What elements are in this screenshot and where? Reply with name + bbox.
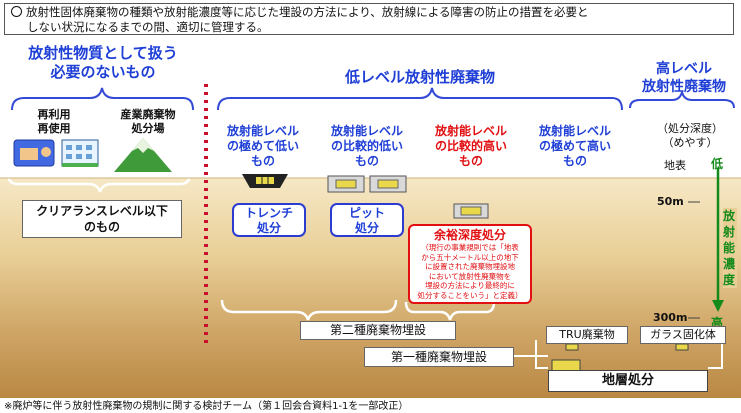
note-line-6: 処分することをいう」と定義） — [417, 290, 523, 300]
industrial-line-1: 産業廃棄物 — [120, 108, 176, 121]
pit-line-1: ピット — [348, 206, 385, 220]
industrial-label: 産業廃棄物 処分場 — [110, 108, 186, 136]
left-title-line-1: 放射性物質として扱う — [28, 44, 178, 62]
surface-label: 地表 — [664, 159, 686, 172]
left-lower-brace — [6, 173, 192, 193]
intermediate-depth-icon — [453, 203, 489, 219]
intermediate-title: 余裕深度処分 — [433, 228, 506, 242]
trench-icon — [242, 174, 288, 188]
type2-disposal-box: 第二種廃棄物埋設 — [300, 321, 456, 340]
category-relatively-high: 放射能レベル の比較的高い もの — [424, 124, 518, 169]
geological-brace-right — [708, 340, 723, 369]
clearance-line-1: クリアランスレベル以下 — [36, 204, 168, 218]
high-level-top-brace — [629, 91, 735, 109]
conc-char-5: 度 — [723, 273, 736, 287]
conc-char-4: 濃 — [723, 257, 736, 271]
category-very-low: 放射能レベル の極めて低い もの — [216, 124, 310, 169]
cat4-line-1: 放射能レベル — [538, 124, 611, 138]
intermediate-note: （現行の事業規則では「地表 から五十メートル以上の地下 に設置された廃棄物埋設地… — [410, 243, 530, 300]
cat3-line-1: 放射能レベル — [434, 124, 507, 138]
vitrified-waste-box: ガラス固化体 — [640, 326, 726, 344]
geological-disposal-box: 地層処分 — [548, 370, 708, 392]
mountain-snow — [132, 138, 154, 153]
tru-waste-box: TRU廃棄物 — [546, 326, 628, 344]
low-label: 低 — [711, 157, 724, 171]
header-line-2: しない状況になるまでの間、適切に管理する。 — [27, 20, 269, 34]
header-note: 放射性固体廃棄物の種類や放射能濃度等に応じた埋設の方法により、放射線による障害の… — [4, 3, 734, 35]
circle-bullet-icon — [11, 6, 22, 17]
cat1-line-2: の極めて低い — [226, 139, 299, 153]
trench-line-2: 処分 — [256, 221, 281, 235]
concentration-label: 放 射 能 濃 度 — [723, 208, 737, 288]
tru-small-icon — [565, 343, 579, 351]
depth-300m: 300m — [653, 311, 688, 324]
trench-box: トレンチ 処分 — [232, 203, 306, 237]
type2-brace — [220, 299, 398, 321]
note-line-4: において放射性廃棄物を — [428, 271, 512, 281]
cat4-line-3: もの — [562, 154, 587, 168]
depth-50m: 50m — [657, 195, 684, 208]
type1-disposal-box: 第一種廃棄物埋設 — [364, 347, 514, 367]
left-section-title: 放射性物質として扱う 必要のないもの — [10, 44, 196, 82]
conc-char-2: 射 — [723, 225, 736, 239]
category-very-high: 放射能レベル の極めて高い もの — [528, 124, 622, 169]
note-line-1: （現行の事業規則では「地表 — [421, 243, 519, 252]
clearance-box: クリアランスレベル以下 のもの — [22, 200, 182, 238]
header-line-1: 放射性固体廃棄物の種類や放射能濃度等に応じた埋設の方法により、放射線による障害の… — [26, 5, 589, 19]
footnote: ※廃炉等に伴う放射性廃棄物の規制に関する検討チーム（第１回会合資料1-1を一部改… — [4, 401, 409, 412]
cat3-line-2: の比較的高い — [434, 139, 507, 153]
geological-brace — [535, 340, 548, 369]
cat4-line-2: の極めて高い — [538, 139, 611, 153]
pit-icon-1 — [327, 175, 365, 193]
industrial-line-2: 処分場 — [131, 122, 165, 135]
high-level-title: 高レベル 放射性廃棄物 — [630, 60, 738, 96]
high-title-line-2: 放射性廃棄物 — [642, 79, 726, 95]
concentration-arrow-head — [712, 300, 724, 312]
low-level-top-brace — [217, 87, 623, 111]
cat2-line-1: 放射能レベル — [330, 124, 403, 138]
low-level-title: 低レベル放射性廃棄物 — [344, 68, 495, 86]
intermediate-depth-box: 余裕深度処分 （現行の事業規則では「地表 から五十メートル以上の地下 に設置され… — [408, 224, 532, 304]
cat2-line-3: もの — [354, 154, 379, 168]
note-line-5: 埋設の方法により最終的に — [425, 281, 515, 290]
pit-line-2: 処分 — [354, 221, 379, 235]
mountain-icon — [114, 138, 172, 172]
cat2-line-2: の比較的低い — [330, 139, 403, 153]
note-line-2: から五十メートル以上の地下 — [421, 252, 519, 262]
type1-brace — [404, 301, 496, 321]
cat1-line-1: 放射能レベル — [226, 124, 299, 138]
building-icon — [61, 139, 99, 167]
depth-label-line-1: （処分深度） — [657, 122, 723, 135]
high-title-line-1: 高レベル — [656, 61, 712, 77]
reuse-label: 再利用 再使用 — [22, 108, 86, 136]
cat1-line-3: もの — [250, 154, 275, 168]
cat3-line-3: もの — [458, 154, 483, 168]
left-top-brace — [11, 87, 194, 111]
glass-small-icon — [675, 343, 689, 351]
left-title-line-2: 必要のないもの — [50, 63, 156, 81]
category-relatively-low: 放射能レベル の比較的低い もの — [320, 124, 414, 169]
conc-char-3: 能 — [723, 241, 736, 255]
pit-icon-2 — [369, 175, 407, 193]
depth-scale-label: （処分深度） （めやす） — [650, 122, 730, 150]
reuse-line-1: 再利用 — [37, 108, 71, 121]
conc-char-1: 放 — [723, 209, 736, 223]
reuse-line-2: 再使用 — [37, 122, 71, 135]
clearance-line-2: のもの — [83, 220, 120, 234]
reuse-icon — [13, 139, 55, 167]
trench-line-1: トレンチ — [244, 206, 293, 220]
depth-label-line-2: （めやす） — [662, 136, 718, 149]
note-line-3: に設置された廃棄物埋設地 — [425, 262, 515, 271]
pit-box: ピット 処分 — [330, 203, 404, 237]
